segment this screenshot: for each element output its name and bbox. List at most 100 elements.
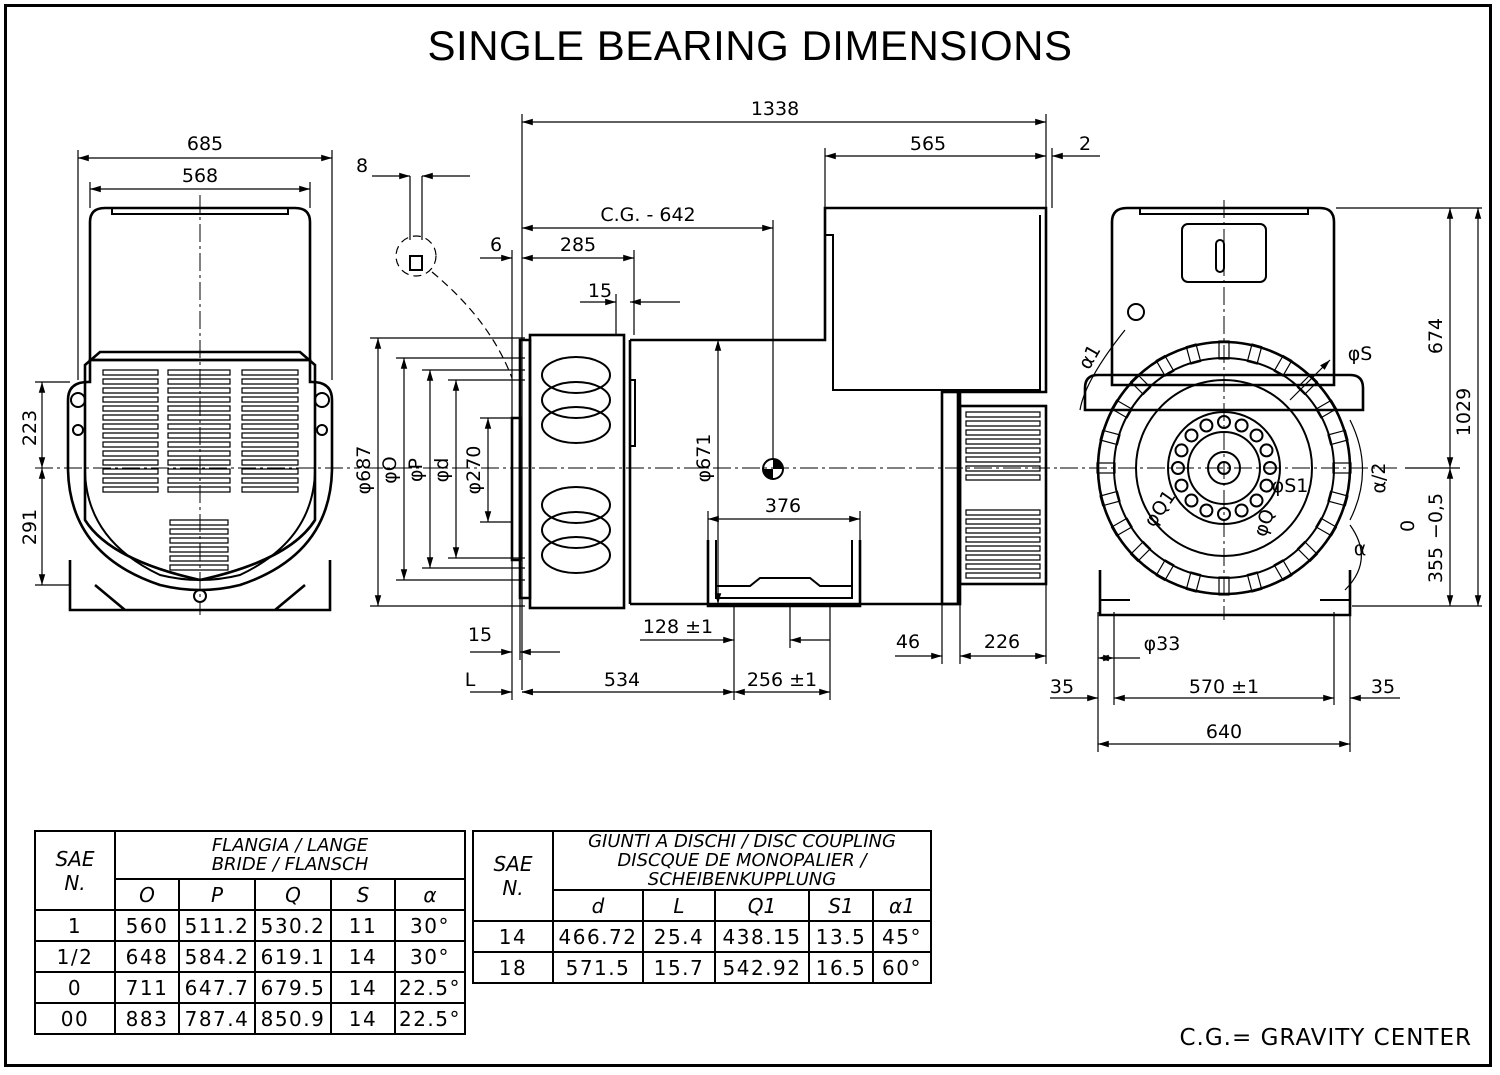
louver-slot [965, 554, 1041, 561]
louver-slot [965, 518, 1041, 525]
dim-end-height-upper: 674 [1425, 318, 1447, 354]
dim-side-overall-length: 1338 [751, 98, 799, 120]
fan-blade-slot [1327, 429, 1349, 446]
louver-slot [169, 555, 229, 562]
fan-blade-slot [1185, 571, 1202, 593]
fan-blade-slot [1327, 490, 1349, 507]
dim-end-hole-dia: φ33 [1144, 633, 1181, 655]
dim-flange-plate: 15 [468, 624, 492, 646]
louver-slot [102, 450, 159, 457]
fan-guard-coils [541, 356, 611, 574]
fan-blade-slot [1273, 559, 1293, 582]
louver-slot [169, 546, 229, 553]
dim-flange-dia-687: φ687 [353, 446, 375, 495]
louver-slot [241, 414, 299, 421]
louver-slot [167, 414, 231, 421]
dim-center-of-gravity: C.G. - 642 [600, 204, 695, 226]
fan-blade-slot [1246, 343, 1263, 365]
bolt-hole [1199, 503, 1214, 518]
fan-blade-slot [1110, 517, 1133, 537]
fan-blade-slot [1218, 576, 1230, 596]
dim-foot-slot-width: 376 [765, 495, 801, 517]
table-row: 1/2 648 584.2 619.1 14 30° [34, 940, 466, 973]
coupling-col-s1: S1 [808, 889, 874, 922]
fan-blade-slot [1110, 399, 1133, 419]
gravity-center-note: C.G.= GRAVITY CENTER [1179, 1025, 1472, 1051]
dim-end-foot-margin-left: 35 [1050, 676, 1074, 698]
dim-flange-dia-p: φP [405, 458, 427, 482]
fan-blade-slot [1155, 559, 1175, 582]
louver-slot [102, 378, 159, 385]
louver-slot [965, 545, 1041, 552]
coupling-col-l: L [642, 889, 716, 922]
louver-slot [167, 486, 231, 493]
louver-slot [167, 387, 231, 394]
flange-col-alpha: α [394, 878, 466, 911]
table-row: 0 711 647.7 679.5 14 22.5° [34, 971, 466, 1004]
dim-rear-foot-length: 226 [984, 631, 1020, 653]
dim-flange-to-body: 285 [560, 234, 596, 256]
louver-slot [102, 396, 159, 403]
table-row: 18 571.5 15.7 542.92 16.5 60° [472, 951, 932, 984]
louver-slot [965, 572, 1041, 579]
dim-front-upper-height: 223 [19, 410, 41, 446]
dim-flange-thickness: 15 [588, 280, 612, 302]
louver-slot [965, 438, 1041, 445]
coupling-col-q1: Q1 [714, 889, 810, 922]
louver-slot [965, 527, 1041, 534]
louver-slot [241, 405, 299, 412]
louver-slot [102, 405, 159, 412]
louver-slot [241, 468, 299, 475]
louver-slot [241, 486, 299, 493]
louver-slot [102, 414, 159, 421]
dim-foot-offset: 534 [604, 669, 640, 691]
bolt-hole [1234, 418, 1249, 433]
louver-slot [241, 396, 299, 403]
louver-slot [241, 432, 299, 439]
louver-slot [241, 459, 299, 466]
fan-blade-slot [1246, 571, 1263, 593]
bolt-hole [1217, 507, 1231, 521]
fan-blade-slot [1218, 340, 1230, 360]
louver-slot [965, 536, 1041, 543]
dim-end-base-width: 640 [1206, 721, 1242, 743]
louver-slot [167, 423, 231, 430]
dim-foot-slot-position: 128 ±1 [643, 616, 713, 638]
dim-end-shaft-tol-lower: −0,5 [1425, 493, 1447, 539]
fan-blade-slot [1185, 343, 1202, 365]
louver-slot [241, 450, 299, 457]
louver-slot [102, 441, 159, 448]
table-row: 1 560 511.2 530.2 11 30° [34, 909, 466, 942]
rear-vent-louvers [965, 411, 1041, 579]
bolt-hole [1184, 493, 1199, 508]
fan-blade-slot [1296, 373, 1319, 396]
louver-slot [167, 468, 231, 475]
dim-flange-dia-270: φ270 [463, 446, 485, 495]
louver-slot [241, 369, 299, 376]
dim-front-lower-height: 291 [19, 509, 41, 545]
front-vent-louvers [102, 369, 299, 571]
end-view: φS α1 φQ1 φS1 φQ α/2 α 674 1029 355 0 −0… [1050, 200, 1482, 752]
louver-slot [965, 509, 1041, 516]
louver-slot [965, 456, 1041, 463]
louver-slot [167, 369, 231, 376]
louver-slot [241, 423, 299, 430]
louver-slot [167, 405, 231, 412]
louver-slot [965, 474, 1041, 481]
label-alpha-half: α/2 [1368, 462, 1390, 493]
fan-blade-slot [1273, 354, 1293, 377]
louver-slot [102, 423, 159, 430]
louver-slot [167, 459, 231, 466]
louver-slot [167, 432, 231, 439]
dim-rear-foot-offset: 46 [896, 631, 920, 653]
table-row: 14 466.72 25.4 438.15 13.5 45° [472, 920, 932, 953]
louver-slot [167, 450, 231, 457]
dim-foot-spacing: 256 ±1 [747, 669, 817, 691]
louver-slot [241, 387, 299, 394]
fan-blades [1096, 340, 1352, 596]
